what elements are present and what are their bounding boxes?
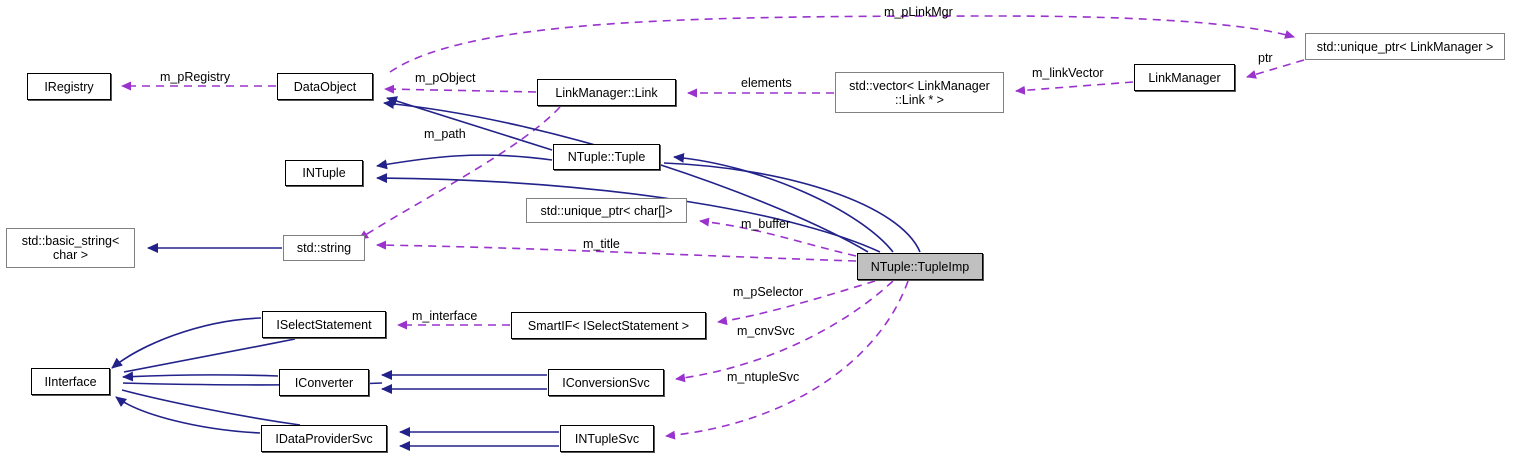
node-ntuple-tupleimp[interactable]: NTuple::TupleImp bbox=[857, 253, 983, 280]
edge-inherit-tuple-intuple bbox=[376, 154, 553, 170]
node-linkmanager-link[interactable]: LinkManager::Link bbox=[537, 79, 676, 106]
edge-inherit-tupleimp-tuple bbox=[673, 152, 894, 253]
edge-label-m_pRegistry: m_pRegistry bbox=[160, 70, 231, 84]
edge-label-m_ntupleSvc: m_ntupleSvc bbox=[727, 370, 800, 384]
node-smartif-select[interactable]: SmartIF< ISelectStatement > bbox=[511, 312, 706, 339]
edge-label-m_cnvSvc: m_cnvSvc bbox=[737, 324, 795, 338]
edge-inherit-tupleimp-dataobject bbox=[383, 98, 869, 253]
edge-label-m_pObject: m_pObject bbox=[415, 71, 476, 85]
node-intuplesvc[interactable]: INTupleSvc bbox=[560, 425, 654, 452]
node-iselectstatement[interactable]: ISelectStatement bbox=[262, 311, 386, 338]
edge-label-m_title: m_title bbox=[583, 237, 620, 251]
node-iconverter[interactable]: IConverter bbox=[279, 369, 369, 396]
edge-m_pObject bbox=[384, 84, 537, 94]
node-linkmanager[interactable]: LinkManager bbox=[1134, 64, 1235, 91]
node-basic-string[interactable]: std::basic_string< char > bbox=[6, 228, 135, 268]
node-intuple[interactable]: INTuple bbox=[285, 160, 363, 186]
edge-label-ptr: ptr bbox=[1258, 51, 1273, 65]
node-iregistry[interactable]: IRegistry bbox=[27, 73, 111, 100]
node-vector-link[interactable]: std::vector< LinkManager ::Link * > bbox=[835, 72, 1004, 113]
edge-inherit-tuple-dataobject bbox=[386, 96, 553, 151]
node-dataobject[interactable]: DataObject bbox=[277, 73, 373, 100]
edge-label-m_pLinkMgr: m_pLinkMgr bbox=[884, 5, 953, 19]
node-std-string[interactable]: std::string bbox=[283, 235, 365, 261]
edge-inherit-tupleimp-tuple-2 bbox=[663, 162, 921, 253]
node-ntuple-tuple[interactable]: NTuple::Tuple bbox=[553, 144, 660, 170]
edge-inherit-iconverter-iinterface bbox=[122, 371, 279, 382]
node-idataprovidersvc[interactable]: IDataProviderSvc bbox=[261, 425, 387, 452]
node-uniqueptr-linkmgr[interactable]: std::unique_ptr< LinkManager > bbox=[1305, 33, 1505, 60]
edge-label-m_linkVector: m_linkVector bbox=[1032, 66, 1104, 80]
edge-label-m_buffer: m_buffer bbox=[741, 217, 791, 231]
edge-inherit-intuplesvc-iinterface bbox=[121, 389, 301, 426]
edge-ptr bbox=[1246, 59, 1305, 79]
edge-label-elements: elements bbox=[741, 76, 792, 90]
edge-label-m_path: m_path bbox=[424, 127, 466, 141]
edge-inherit-iselect-iinterface-2 bbox=[123, 338, 296, 373]
node-uniqueptr-char[interactable]: std::unique_ptr< char[]> bbox=[526, 198, 687, 223]
edge-label-m_pSelector: m_pSelector bbox=[733, 285, 804, 299]
edge-inherit-idps-iinterface bbox=[115, 396, 261, 434]
node-iinterface[interactable]: IInterface bbox=[31, 368, 110, 395]
edge-m_linkVector bbox=[1015, 81, 1134, 95]
edge-inherit-iselect-iinterface bbox=[111, 317, 262, 369]
node-iconversionsvc[interactable]: IConversionSvc bbox=[548, 369, 664, 396]
edge-label-m_interface: m_interface bbox=[412, 309, 478, 323]
edge-m_ntupleSvc bbox=[665, 280, 909, 440]
